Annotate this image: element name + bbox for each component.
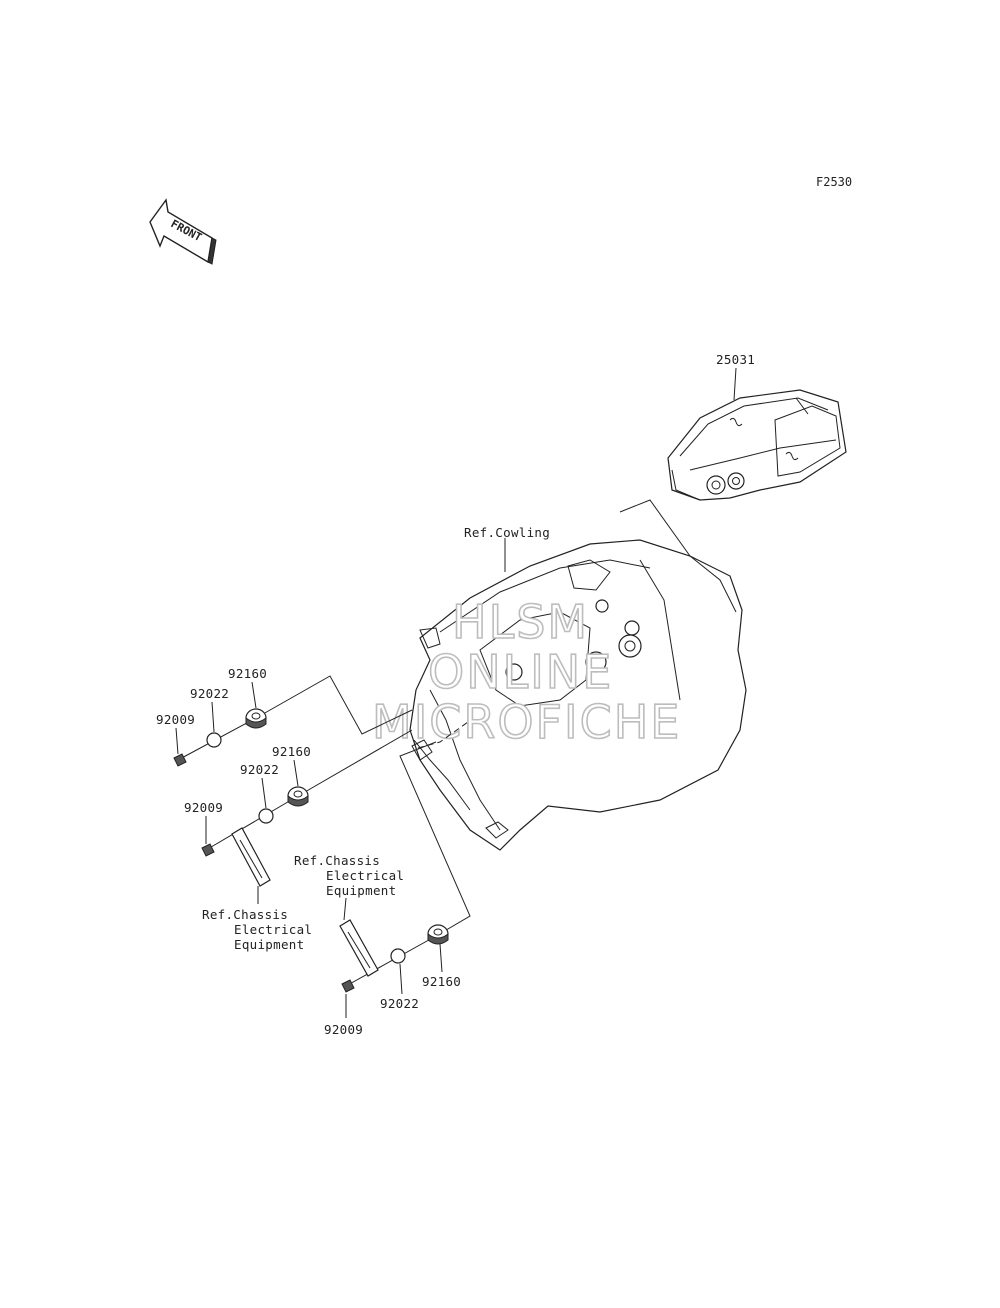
group-c-grommet-number: 92160 bbox=[422, 974, 461, 989]
mount-group-b bbox=[201, 721, 469, 904]
group-b-grommet-number: 92160 bbox=[272, 744, 311, 759]
group-a-grommet-number: 92160 bbox=[228, 666, 267, 681]
bolt-icon bbox=[201, 843, 215, 857]
wire-clamp-icon bbox=[231, 827, 271, 904]
meter-leader-line bbox=[733, 367, 737, 401]
chassis-ref-2-line-1: Ref.Chassis bbox=[294, 853, 380, 868]
cowling-bracket bbox=[409, 539, 747, 851]
watermark-line-1: HLSM bbox=[452, 595, 589, 649]
grommet-icon bbox=[427, 924, 449, 945]
figure-code: F2530 bbox=[816, 175, 852, 189]
bolt-icon bbox=[341, 979, 355, 993]
mount-group-a bbox=[173, 675, 413, 767]
grommet-icon bbox=[287, 786, 309, 807]
group-b-bolt-number: 92009 bbox=[184, 800, 223, 815]
bolt-icon bbox=[173, 753, 187, 767]
group-a-bolt-number: 92009 bbox=[156, 712, 195, 727]
group-a-washer-number: 92022 bbox=[190, 686, 229, 701]
mount-group-c bbox=[339, 741, 471, 1018]
washer-icon bbox=[258, 808, 274, 824]
meter-mount-line bbox=[619, 499, 701, 571]
chassis-ref-1-line-1: Ref.Chassis bbox=[202, 907, 288, 922]
wire-clamp-icon bbox=[339, 897, 379, 977]
cowling-ref-label: Ref.Cowling bbox=[464, 525, 550, 540]
watermark-line-3: MICROFICHE bbox=[372, 695, 681, 749]
meter-assembly bbox=[667, 389, 847, 501]
watermark: HLSM ONLINE MICROFICHE bbox=[371, 594, 681, 750]
chassis-ref-2-line-3: Equipment bbox=[326, 883, 396, 898]
group-b-washer-number: 92022 bbox=[240, 762, 279, 777]
watermark-line-2: ONLINE bbox=[428, 645, 613, 699]
chassis-ref-1-line-2: Electrical bbox=[234, 922, 312, 937]
group-c-washer-number: 92022 bbox=[380, 996, 419, 1011]
group-c-bolt-number: 92009 bbox=[324, 1022, 363, 1037]
chassis-ref-2-line-2: Electrical bbox=[326, 868, 404, 883]
washer-icon bbox=[206, 732, 222, 748]
chassis-ref-1-line-3: Equipment bbox=[234, 937, 304, 952]
washer-icon bbox=[390, 948, 406, 964]
grommet-icon bbox=[245, 708, 267, 729]
front-arrow-icon: FRONT bbox=[149, 198, 217, 265]
meter-part-number: 25031 bbox=[716, 352, 755, 367]
